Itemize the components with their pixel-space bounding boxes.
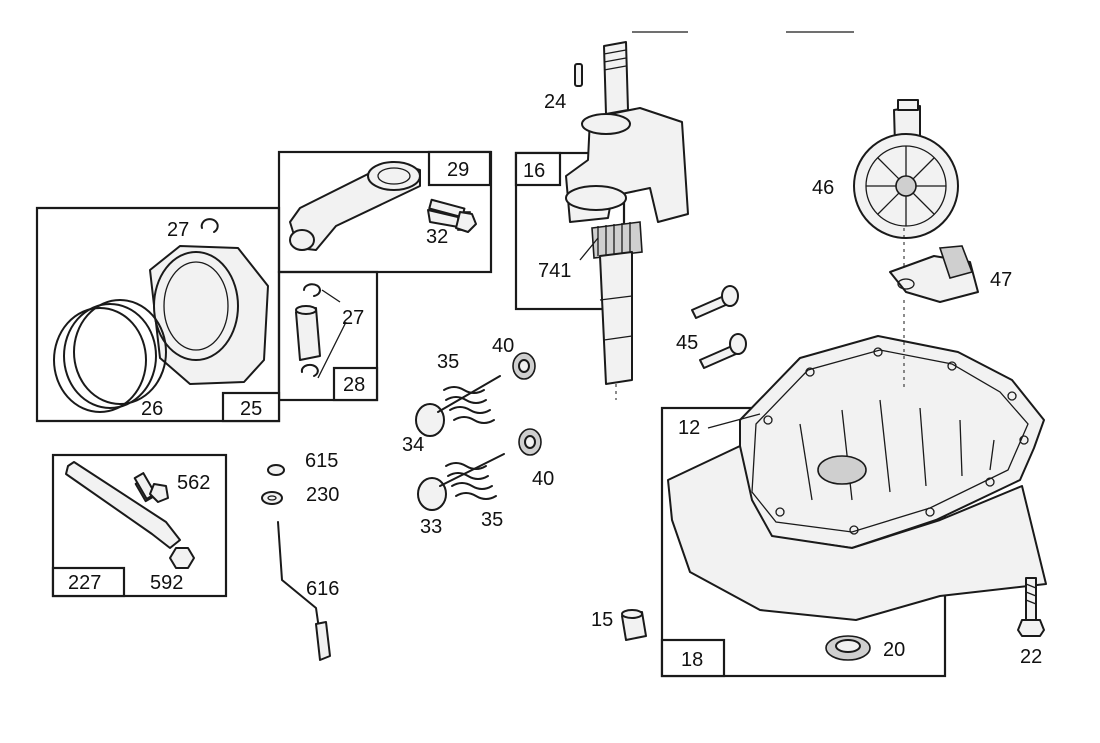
oil-plug xyxy=(621,609,647,641)
piston-group xyxy=(35,206,281,423)
callout-12: 12 xyxy=(678,417,700,439)
tag-28-box xyxy=(332,366,379,402)
sump-bolt xyxy=(1017,577,1045,637)
callout-33: 33 xyxy=(420,516,442,538)
tag-227-box xyxy=(51,566,126,598)
callout-27-pin: 27 xyxy=(342,307,364,329)
piston-pin-frame xyxy=(277,270,379,402)
valve-tappets xyxy=(691,285,747,369)
callout-592: 592 xyxy=(150,572,183,594)
callout-35-lower: 35 xyxy=(481,509,503,531)
callout-34: 34 xyxy=(402,434,424,456)
callout-45: 45 xyxy=(676,332,698,354)
callout-25: 25 xyxy=(240,398,262,420)
connecting-rod-bolt xyxy=(428,198,477,233)
callout-16: 16 xyxy=(523,160,545,182)
leader-lines xyxy=(317,237,905,429)
callout-741: 741 xyxy=(538,260,571,282)
oil-seal xyxy=(825,635,871,661)
callout-20: 20 xyxy=(883,639,905,661)
tag-29-box xyxy=(427,150,492,187)
callout-40-lower: 40 xyxy=(532,468,554,490)
callout-15: 15 xyxy=(591,609,613,631)
callout-26: 26 xyxy=(141,398,163,420)
piston-pin-group xyxy=(277,270,379,402)
callout-616: 616 xyxy=(306,578,339,600)
connecting-rod-group xyxy=(277,150,493,274)
callout-47: 47 xyxy=(990,269,1012,291)
callout-46: 46 xyxy=(812,177,834,199)
tag-16-box xyxy=(514,151,562,187)
callout-227: 227 xyxy=(68,572,101,594)
governor-lever-frame xyxy=(51,453,228,598)
tag-18-box xyxy=(660,638,726,678)
callout-230: 230 xyxy=(306,484,339,506)
governor-assembly xyxy=(889,245,979,303)
callout-562: 562 xyxy=(177,472,210,494)
callout-35-upper: 35 xyxy=(437,351,459,373)
camshaft-gear xyxy=(853,99,959,278)
crankcase-sump xyxy=(660,335,1047,678)
callout-18: 18 xyxy=(681,649,703,671)
tag-25-box xyxy=(221,391,281,423)
lever-bolt xyxy=(133,472,169,503)
governor-link xyxy=(261,464,331,661)
callout-27-piston: 27 xyxy=(167,219,189,241)
callout-22: 22 xyxy=(1020,646,1042,668)
valve-assembly xyxy=(415,352,542,511)
callout-29: 29 xyxy=(447,159,469,181)
callout-615: 615 xyxy=(305,450,338,472)
callout-28: 28 xyxy=(343,374,365,396)
callout-40-upper: 40 xyxy=(492,335,514,357)
crankshaft-key xyxy=(574,63,583,87)
callout-24: 24 xyxy=(544,91,566,113)
crankshaft xyxy=(514,41,689,400)
callout-32: 32 xyxy=(426,226,448,248)
